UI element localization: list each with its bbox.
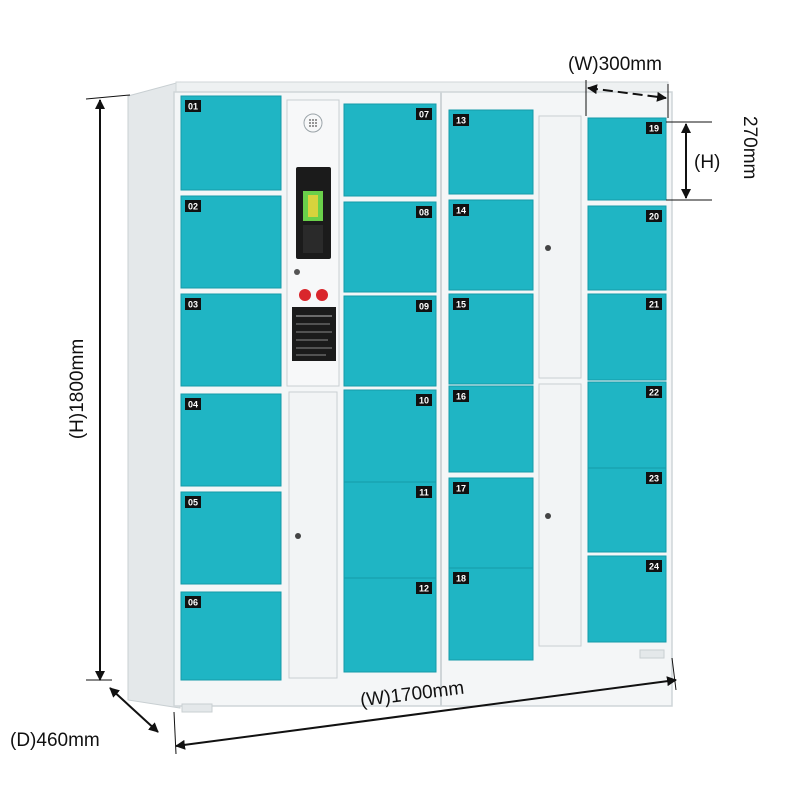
locker-number: 11 [419, 488, 429, 498]
depth-dimension [109, 687, 159, 733]
locker-door[interactable]: 01 [180, 95, 282, 191]
locker-door[interactable]: 22 [587, 381, 667, 469]
door-width-dimension [585, 80, 669, 118]
height-dimension [85, 94, 131, 681]
locker-door[interactable]: 21 [587, 293, 667, 381]
locker-number: 05 [188, 498, 198, 508]
locker-number: 13 [456, 116, 466, 126]
locker-number: 20 [649, 212, 659, 222]
locker-door[interactable]: 15 [448, 293, 534, 385]
instruction-panel [292, 307, 336, 361]
door-height-label: 270mm [739, 116, 760, 180]
locker-doors: 01 02 03 04 05 06 07 08 09 10 11 12 13 14 15 16 17 18 19 20… [180, 95, 667, 681]
locker-number: 08 [419, 208, 429, 218]
locker-door[interactable]: 11 [343, 481, 437, 579]
locker-door[interactable]: 02 [180, 195, 282, 289]
lock-icon [295, 533, 301, 539]
door-height-tag: (H) [694, 152, 721, 173]
locker-number: 24 [649, 562, 659, 572]
locker-number-badge [416, 108, 432, 120]
locker-number: 22 [649, 388, 659, 398]
locker-number-badge [453, 114, 469, 126]
locker-number: 04 [188, 400, 198, 410]
locker-number: 18 [456, 574, 466, 584]
locker-number: 14 [456, 206, 466, 216]
locker-number: 15 [456, 300, 466, 310]
locker-number-badge [416, 486, 432, 498]
locker-door[interactable]: 09 [343, 295, 437, 387]
locker-number-badge [185, 596, 201, 608]
door-height-dimension [666, 121, 712, 201]
locker-number-badge [646, 472, 662, 484]
locker-door[interactable]: 04 [180, 393, 282, 487]
locker-number-badge [453, 390, 469, 402]
locker-number-badge [646, 210, 662, 222]
locker-number: 02 [188, 202, 198, 212]
locker-door[interactable]: 06 [180, 591, 282, 681]
foot-right [639, 649, 665, 659]
locker-door[interactable]: 07 [343, 103, 437, 197]
locker-door[interactable]: 17 [448, 477, 534, 569]
locker-number: 03 [188, 300, 198, 310]
locker-door[interactable]: 18 [448, 567, 534, 661]
locker-door[interactable]: 12 [343, 577, 437, 673]
locker-number-badge [185, 200, 201, 212]
locker-number-badge [416, 582, 432, 594]
control-screen [296, 167, 331, 259]
locker-number-badge [185, 298, 201, 310]
door-width-label: (W)300mm [568, 54, 662, 75]
red-button-left[interactable] [299, 289, 311, 301]
locker-number: 12 [419, 584, 429, 594]
depth-label: (D)460mm [10, 730, 100, 751]
speaker-grille [303, 113, 323, 133]
locker-number: 07 [419, 110, 429, 120]
locker-number: 16 [456, 392, 466, 402]
width-dimension [173, 657, 677, 755]
foot-left [181, 703, 213, 713]
locker-number: 17 [456, 484, 466, 494]
locker-number-badge [646, 122, 662, 134]
lock-icon [545, 513, 551, 519]
card-reader-icon [294, 269, 300, 275]
locker-number-badge [646, 298, 662, 310]
locker-door[interactable]: 13 [448, 109, 534, 195]
locker-number: 10 [419, 396, 429, 406]
locker-number-badge [416, 206, 432, 218]
locker-number: 21 [649, 300, 659, 310]
locker-number: 01 [188, 102, 198, 112]
center-column-right [538, 115, 582, 647]
red-button-right[interactable] [316, 289, 328, 301]
lock-icon [545, 245, 551, 251]
locker-number-badge [646, 386, 662, 398]
locker-door[interactable]: 08 [343, 201, 437, 293]
control-column [286, 99, 340, 679]
locker-number-badge [185, 100, 201, 112]
locker-number-badge [453, 298, 469, 310]
locker-number-badge [453, 204, 469, 216]
locker-door[interactable]: 24 [587, 555, 667, 643]
locker-door[interactable]: 16 [448, 385, 534, 473]
height-total-label: (H)1800mm [67, 338, 88, 440]
locker-door[interactable]: 10 [343, 389, 437, 483]
locker-number-badge [453, 572, 469, 584]
locker-door[interactable]: 14 [448, 199, 534, 291]
locker-number: 06 [188, 598, 198, 608]
locker-number-badge [185, 398, 201, 410]
locker-door[interactable]: 20 [587, 205, 667, 291]
locker-number-badge [453, 482, 469, 494]
locker-door[interactable]: 05 [180, 491, 282, 585]
locker-number-badge [416, 394, 432, 406]
locker-number-badge [416, 300, 432, 312]
locker-door[interactable]: 23 [587, 467, 667, 553]
locker-door[interactable]: 03 [180, 293, 282, 387]
locker-number-badge [646, 560, 662, 572]
locker-number: 23 [649, 474, 659, 484]
locker-door[interactable]: 19 [587, 117, 667, 201]
locker-number: 09 [419, 302, 429, 312]
locker-number: 19 [649, 124, 659, 134]
locker-number-badge [185, 496, 201, 508]
